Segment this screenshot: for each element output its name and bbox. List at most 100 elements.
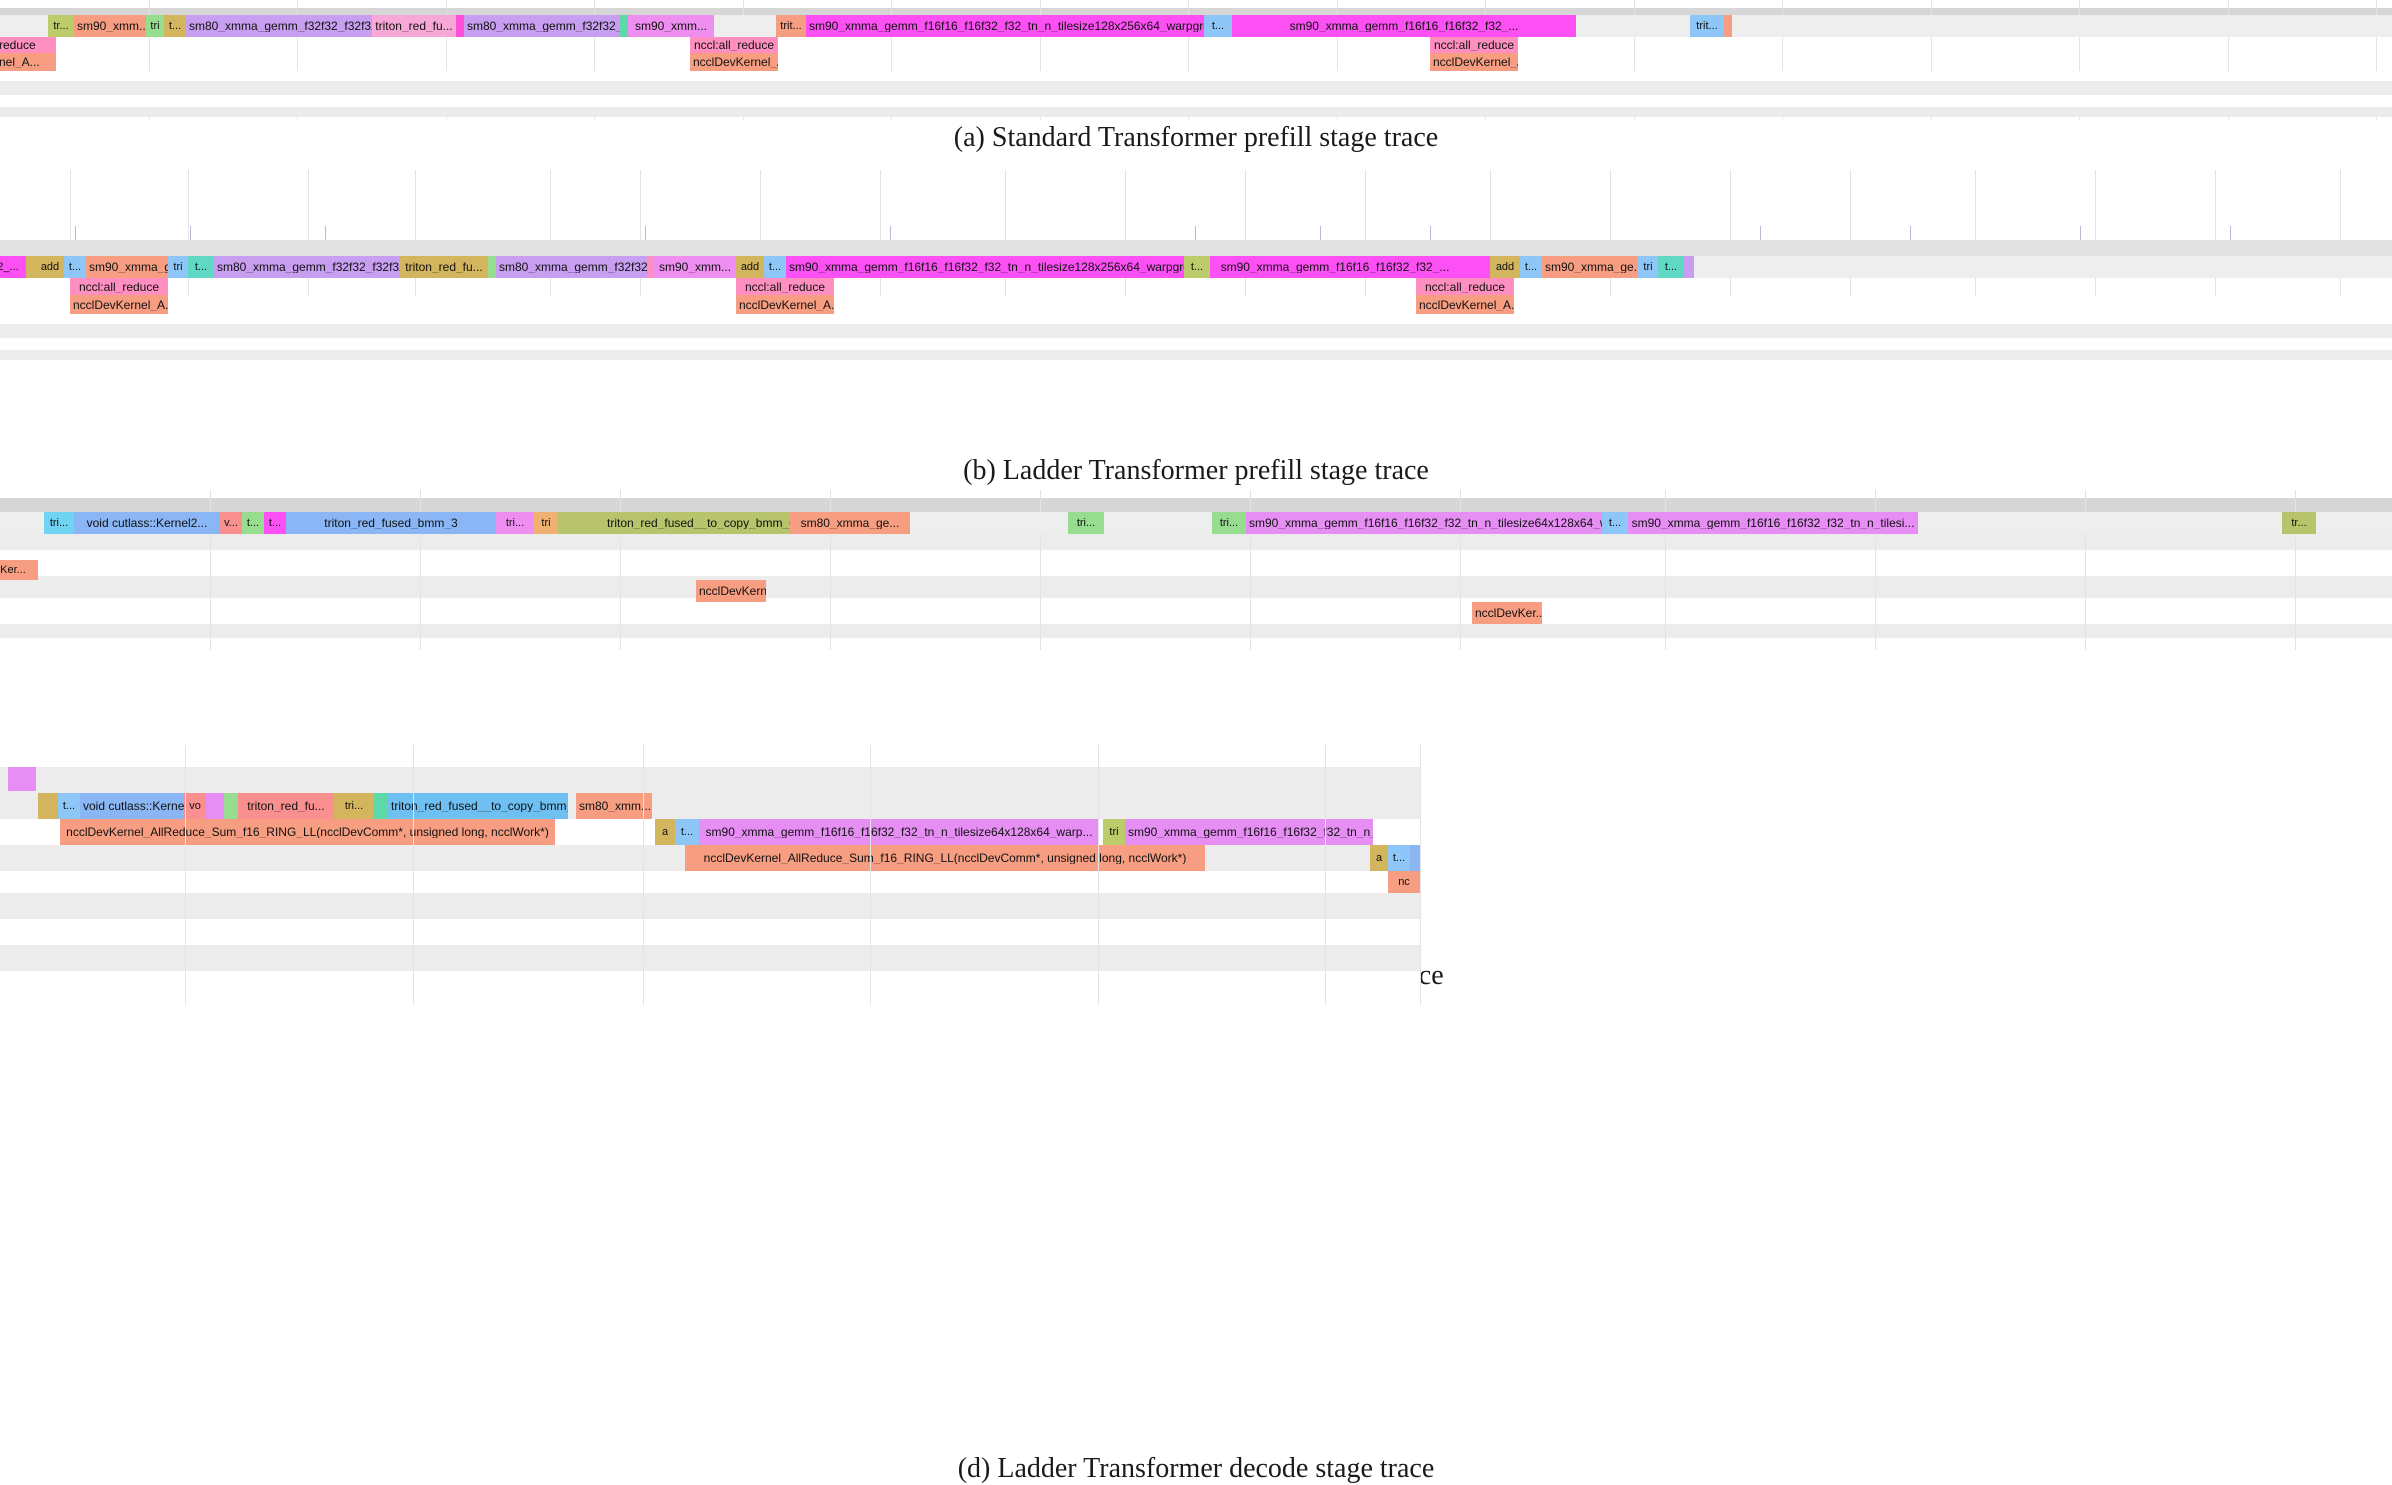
trace-block[interactable]: triton_red_fused_bmm_3 xyxy=(286,512,496,534)
trace-block[interactable]: sm90_xmma_gemm_f16f16_f16f32_f32_tn_n_ti… xyxy=(1125,819,1373,845)
trace-block[interactable]: Ker... xyxy=(0,560,38,580)
trace-block[interactable]: ernel_A... xyxy=(0,53,56,71)
trace-block[interactable]: t... xyxy=(1204,15,1232,37)
trace-block[interactable]: sm90_xmma_gemm_f16f16_f16f32_f32_tn_n_ti… xyxy=(786,256,1184,278)
trace-block[interactable]: void cutlass::Kernel2... xyxy=(80,793,184,819)
trace-block[interactable]: t... xyxy=(1520,256,1542,278)
trace-block[interactable]: t... xyxy=(58,793,80,819)
trace-block[interactable]: tri xyxy=(1103,819,1125,845)
trace-block[interactable]: tri xyxy=(534,512,558,534)
trace-block[interactable]: t... xyxy=(1388,845,1410,871)
trace-block[interactable]: sm80_xmma_ge... xyxy=(790,512,910,534)
trace-block[interactable]: ncclDevKernel_A... xyxy=(736,295,834,314)
trace-block[interactable]: sm80_xmma_gemm_f32f32_f32... xyxy=(464,15,620,37)
trace-block[interactable]: sm90_xmma_gemm_f16f16_f16f32_f32_tn_n_ti… xyxy=(1246,512,1602,534)
trace-block[interactable] xyxy=(1576,15,1690,37)
trace-block[interactable]: ncclDevKernel_A... xyxy=(70,295,168,314)
trace-block[interactable] xyxy=(648,256,654,278)
trace-block[interactable]: sm90_xmma_gemm_f16f16_f16f32_f32_... xyxy=(1210,256,1460,278)
trace-block[interactable] xyxy=(652,793,1420,819)
trace-block[interactable] xyxy=(1684,256,1694,278)
trace-block[interactable] xyxy=(1724,15,1732,37)
trace-block[interactable]: trit... xyxy=(776,15,806,37)
trace-block[interactable]: t... xyxy=(1658,256,1684,278)
panel-b-nccl-rows[interactable]: nccl:all_reduce nccl:all_reduce nccl:all_r… xyxy=(0,238,2392,358)
trace-block[interactable]: sm90_xmm... xyxy=(654,256,736,278)
trace-block[interactable] xyxy=(620,15,628,37)
trace-block[interactable]: tri... xyxy=(1212,512,1246,534)
trace-block[interactable] xyxy=(1410,845,1420,871)
trace-block[interactable]: t... xyxy=(764,256,786,278)
trace-block[interactable]: add xyxy=(736,256,764,278)
trace-block[interactable]: ncclDevKer... xyxy=(1472,602,1542,624)
trace-block[interactable]: sm90_xmma_gemm_f16f16_f16f32_f32_tn_n_ti… xyxy=(699,819,1099,845)
trace-block[interactable]: void cutlass::Kernel2... xyxy=(74,512,220,534)
trace-block[interactable]: tri xyxy=(146,15,164,37)
trace-block[interactable]: sm80_xmma_gemm_f32f32_f32f32_f32_nn... xyxy=(214,256,400,278)
trace-block[interactable]: ncclDevKernel_A... xyxy=(690,53,778,71)
trace-block[interactable]: vo xyxy=(184,793,206,819)
trace-block[interactable]: a xyxy=(655,819,675,845)
trace-block[interactable] xyxy=(1460,256,1490,278)
panel-c-nccl-rows[interactable]: Ker... ncclDevKernel_A... ncclDevKer... xyxy=(0,490,2392,650)
trace-block[interactable]: add xyxy=(1490,256,1520,278)
trace-block[interactable] xyxy=(0,512,44,534)
trace-block[interactable]: nccl:all_reduce xyxy=(690,37,778,53)
panel-b-kernel-row[interactable]: 2_...addt...sm90_xmma_ge...trit...sm80_x… xyxy=(0,256,2392,278)
trace-block[interactable]: t... xyxy=(164,15,186,37)
trace-block[interactable]: a xyxy=(1370,845,1388,871)
trace-block[interactable]: 2_... xyxy=(0,256,26,278)
trace-block[interactable]: ncclDevKernel_A... xyxy=(696,580,766,602)
trace-block[interactable]: tri... xyxy=(334,793,374,819)
panel-c-kernel-row[interactable]: tri...void cutlass::Kernel2...v...t...t.… xyxy=(0,512,2392,534)
panel-d-nccl-rows[interactable]: ncclDevKernel_AllReduce_Sum_f16_RING_LL(… xyxy=(0,745,2392,1005)
trace-block[interactable]: sm90_xmma_ge... xyxy=(86,256,168,278)
trace-block[interactable]: tri... xyxy=(1068,512,1104,534)
trace-block[interactable]: t... xyxy=(675,819,699,845)
trace-block[interactable]: tri xyxy=(1638,256,1658,278)
trace-block[interactable] xyxy=(26,256,36,278)
trace-block[interactable]: sm90_xmma_gemm_f16f16_f16f32_f32_tn_n_ti… xyxy=(1628,512,1918,534)
trace-block[interactable]: triton_red_fu... xyxy=(400,256,488,278)
trace-block[interactable]: nccl:all_reduce xyxy=(1430,37,1518,53)
trace-block[interactable]: nccl:all_reduce xyxy=(70,278,168,295)
trace-block[interactable]: t... xyxy=(64,256,86,278)
trace-block[interactable] xyxy=(558,512,604,534)
trace-block[interactable]: tri xyxy=(168,256,188,278)
trace-block[interactable] xyxy=(714,15,776,37)
trace-block[interactable]: triton_red_fu... xyxy=(372,15,456,37)
trace-block[interactable]: sm80_xmm... xyxy=(576,793,652,819)
trace-block[interactable] xyxy=(38,793,58,819)
trace-block[interactable] xyxy=(488,256,496,278)
trace-block[interactable]: tri... xyxy=(496,512,534,534)
trace-block[interactable] xyxy=(0,793,38,819)
trace-block[interactable]: nc xyxy=(1388,871,1420,893)
trace-block[interactable] xyxy=(910,512,1068,534)
trace-block[interactable]: t... xyxy=(1184,256,1210,278)
trace-block[interactable]: nccl:all_reduce xyxy=(736,278,834,295)
trace-block[interactable]: ncclDevKernel_A... xyxy=(1430,53,1518,71)
trace-block[interactable]: add xyxy=(36,256,64,278)
trace-block[interactable] xyxy=(206,793,224,819)
trace-block[interactable]: sm90_xmma_gemm_f16f16_f16f32_f32_tn_n_ti… xyxy=(806,15,1204,37)
trace-block[interactable]: trit... xyxy=(1690,15,1724,37)
trace-block[interactable]: sm80_xmma_gemm_f32f32_f32... xyxy=(496,256,648,278)
trace-block[interactable]: t... xyxy=(188,256,214,278)
panel-d-kernel-row[interactable]: t...void cutlass::Kernel2...vo triton_red… xyxy=(0,793,1420,819)
trace-block[interactable]: sm90_xmm... xyxy=(74,15,146,37)
trace-block[interactable]: tr... xyxy=(48,15,74,37)
trace-block[interactable]: triton_red_fused__to_copy_bmm_6 xyxy=(604,512,790,534)
trace-block[interactable]: tr... xyxy=(2282,512,2316,534)
trace-block[interactable]: v... xyxy=(220,512,242,534)
trace-block[interactable] xyxy=(1918,512,2278,534)
trace-block[interactable]: t... xyxy=(1602,512,1628,534)
trace-block[interactable]: sm90_xmm... xyxy=(628,15,714,37)
trace-block[interactable] xyxy=(456,15,464,37)
trace-block[interactable]: nccl:all_reduce xyxy=(1416,278,1514,295)
trace-block[interactable]: sm80_xmma_gemm_f32f32_f32f32_f32_nn... xyxy=(186,15,372,37)
trace-block[interactable]: triton_red_fu... xyxy=(238,793,334,819)
trace-block[interactable] xyxy=(224,793,238,819)
trace-block[interactable] xyxy=(374,793,388,819)
trace-block[interactable]: ncclDevKernel_AllReduce_Sum_f16_RING_LL(… xyxy=(60,819,555,845)
